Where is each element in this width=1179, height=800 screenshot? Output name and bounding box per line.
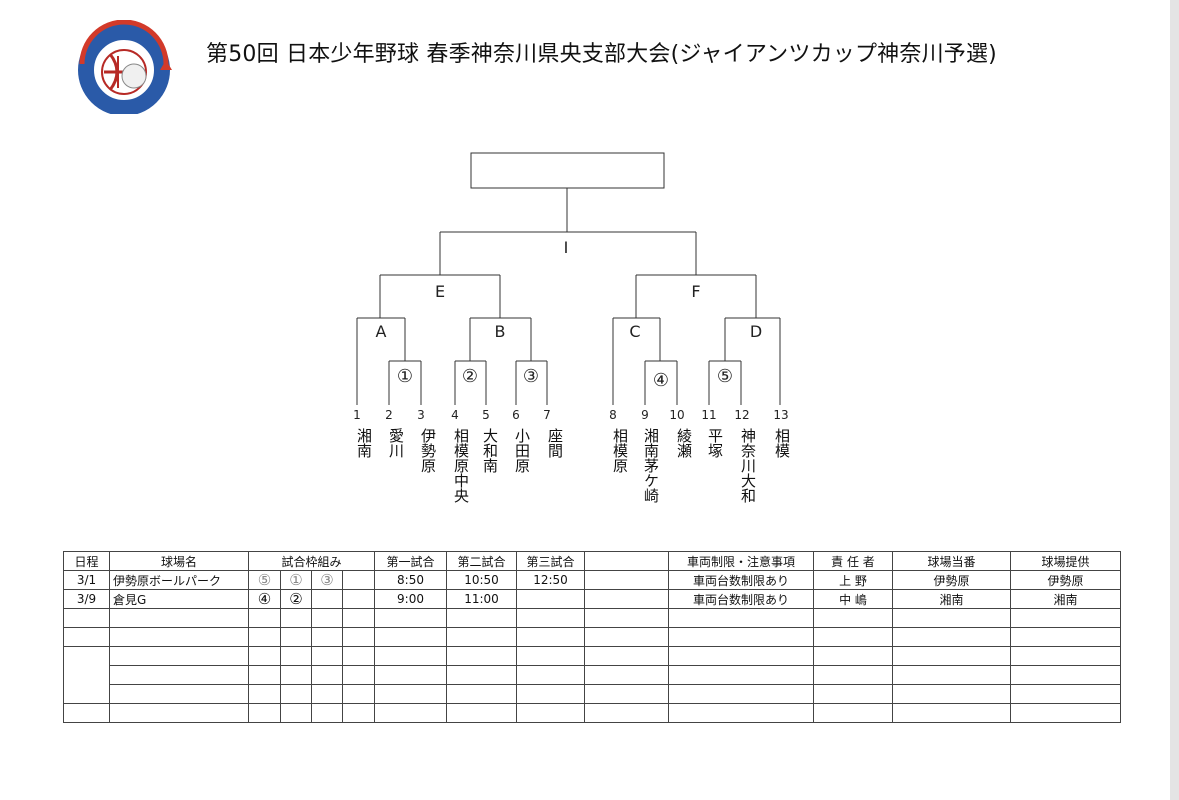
cell-provider: 伊勢原	[1010, 570, 1121, 590]
seed-number: 7	[543, 408, 551, 422]
page-edge	[1170, 0, 1179, 800]
cell-notes: 車両台数制限あり	[668, 570, 814, 590]
seed-number: 1	[353, 408, 361, 422]
cell-game1: 9:00	[374, 589, 447, 609]
schedule-table: 日程 球場名 試合枠組み 第一試合 第二試合 第三試合 車両制限・注意事項 責 …	[63, 551, 1121, 723]
table-row-empty	[63, 627, 1121, 647]
table-row-empty	[63, 646, 1121, 704]
header-notes: 車両制限・注意事項	[668, 551, 814, 571]
header-game2: 第二試合	[446, 551, 517, 571]
seed-number: 3	[417, 408, 425, 422]
cell-combo	[342, 589, 375, 609]
seed-number: 13	[773, 408, 788, 422]
cell-notes: 車両台数制限あり	[668, 589, 814, 609]
table-header-row: 日程 球場名 試合枠組み 第一試合 第二試合 第三試合 車両制限・注意事項 責 …	[63, 551, 1121, 571]
match-2-label: ②	[462, 366, 478, 387]
cell-game1: 8:50	[374, 570, 447, 590]
cell-combo	[311, 589, 343, 609]
bracket-label-b: B	[495, 322, 506, 341]
header-date: 日程	[63, 551, 110, 571]
cell-combo: ①	[280, 570, 312, 590]
team-name: 伊勢原	[419, 428, 437, 473]
team-name: 湘南茅ケ崎	[642, 428, 660, 503]
seed-number: 9	[641, 408, 649, 422]
match-5-label: ⑤	[717, 366, 733, 387]
header-game1: 第一試合	[374, 551, 447, 571]
header-venue: 球場名	[109, 551, 249, 571]
header-duty: 球場当番	[892, 551, 1011, 571]
cell-game3: 12:50	[516, 570, 585, 590]
header-manager: 責 任 者	[813, 551, 893, 571]
cell-combo: ③	[311, 570, 343, 590]
seed-number: 8	[609, 408, 617, 422]
cell-combo: ④	[248, 589, 281, 609]
cell-duty: 湘南	[892, 589, 1011, 609]
team-name: 綾瀬	[675, 428, 693, 458]
seed-number: 10	[669, 408, 684, 422]
cell-date: 3/1	[63, 570, 110, 590]
cell-duty: 伊勢原	[892, 570, 1011, 590]
cell-date: 3/9	[63, 589, 110, 609]
table-row-empty	[64, 684, 1121, 704]
match-1-label: ①	[397, 366, 413, 387]
seed-number: 5	[482, 408, 490, 422]
team-name: 大和南	[481, 428, 499, 473]
bracket-label-e: E	[435, 282, 445, 301]
header-provider: 球場提供	[1010, 551, 1121, 571]
page-title: 第50回 日本少年野球 春季神奈川県央支部大会(ジャイアンツカップ神奈川予選)	[206, 42, 997, 67]
boys-league-logo	[78, 20, 172, 114]
cell-manager: 中 嶋	[813, 589, 893, 609]
seed-number: 6	[512, 408, 520, 422]
seed-number: 11	[701, 408, 716, 422]
cell-game2: 11:00	[446, 589, 517, 609]
team-name: 相模原中央	[452, 428, 470, 503]
seed-number: 12	[734, 408, 749, 422]
cell-blank	[584, 570, 669, 590]
match-3-label: ③	[523, 366, 539, 387]
team-name: 小田原	[513, 428, 531, 473]
bracket-label-f: F	[691, 282, 700, 301]
header-game3: 第三試合	[516, 551, 585, 571]
table-row: 3/9 倉見G ④ ② 9:00 11:00 車両台数制限あり 中 嶋 湘南 湘…	[63, 589, 1121, 609]
cell-combo: ②	[280, 589, 312, 609]
cell-game2: 10:50	[446, 570, 517, 590]
table-row-empty	[64, 665, 1121, 685]
cell-provider: 湘南	[1010, 589, 1121, 609]
team-name: 神奈川大和	[739, 428, 757, 503]
table-row: 3/1 伊勢原ボールパーク ⑤ ① ③ 8:50 10:50 12:50 車両台…	[63, 570, 1121, 590]
seed-number: 4	[451, 408, 459, 422]
team-name: 座間	[546, 428, 564, 458]
cell-combo	[342, 570, 375, 590]
table-row-empty	[63, 608, 1121, 628]
cell-venue: 伊勢原ボールパーク	[109, 570, 249, 590]
team-name: 愛川	[387, 428, 405, 458]
header-blank	[584, 551, 669, 571]
bracket-label-a: A	[376, 322, 387, 341]
bracket-label-final: I	[564, 238, 569, 257]
champion-box	[470, 152, 665, 189]
cell-combo: ⑤	[248, 570, 281, 590]
team-name: 平塚	[706, 428, 724, 458]
header-combos: 試合枠組み	[248, 551, 375, 571]
team-name: 湘南	[355, 428, 373, 458]
bracket-label-c: C	[629, 322, 640, 341]
team-name: 相模原	[611, 428, 629, 473]
match-4-label: ④	[653, 370, 669, 391]
cell-blank	[584, 589, 669, 609]
seed-number: 2	[385, 408, 393, 422]
cell-manager: 上 野	[813, 570, 893, 590]
team-name: 相模	[773, 428, 791, 458]
table-row-empty	[63, 703, 1121, 723]
cell-game3	[516, 589, 585, 609]
cell-venue: 倉見G	[109, 589, 249, 609]
bracket-label-d: D	[750, 322, 762, 341]
tournament-bracket: I E F A ① B ② ③ C	[353, 152, 789, 422]
